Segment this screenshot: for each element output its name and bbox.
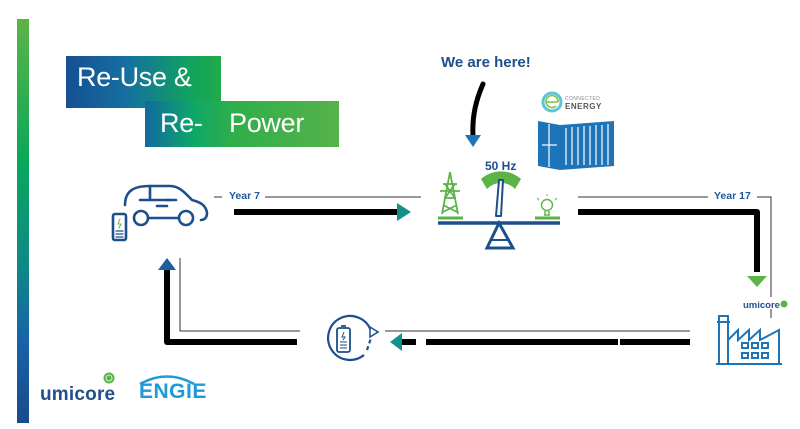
battery-recycle-icon: [327, 314, 380, 362]
car-with-battery-icon: [111, 184, 209, 242]
we-are-here-callout: We are here!: [441, 54, 531, 71]
power-pylon-icon: [440, 171, 460, 215]
frequency-label: 50 Hz: [485, 159, 517, 173]
timeline-thin-lines: [179, 196, 772, 332]
arrow-recycle-to-ev: [158, 258, 297, 345]
connected-energy-logo-icon: [541, 91, 563, 113]
container-storage-icon: [538, 121, 614, 170]
grid-balance-scale-icon: [438, 171, 560, 250]
arrow-ev-to-grid: [234, 203, 411, 221]
umicore-factory-logo-mark: [780, 300, 788, 308]
title-box-bottom: [145, 101, 339, 147]
title-line-2-suffix: Power: [229, 108, 305, 138]
umicore-logo-mark: [103, 372, 115, 384]
factory-icon: [716, 315, 782, 365]
connected-energy-logo-top: CONNECTED: [565, 96, 601, 102]
umicore-logo: umicore: [40, 384, 116, 405]
title-line-2-prefix: Re-: [160, 108, 203, 138]
title-line-1: Re-Use &: [77, 62, 192, 92]
arrow-factory-to-recycle: [390, 333, 690, 351]
timeline-label-year-17: Year 17: [711, 190, 754, 202]
brand-side-bar: [17, 19, 29, 423]
engie-logo: ENGIE: [139, 380, 207, 403]
light-bulb-icon: [536, 194, 558, 216]
callout-arrow: [465, 81, 486, 147]
engie-logo-arc: [139, 375, 195, 386]
arrow-grid-to-factory: [578, 209, 767, 287]
timeline-label-year-7: Year 7: [226, 190, 263, 202]
title-box-top: [66, 56, 221, 108]
connected-energy-logo-bottom: ENERGY: [565, 102, 602, 111]
umicore-factory-logo: umicore: [743, 300, 780, 311]
